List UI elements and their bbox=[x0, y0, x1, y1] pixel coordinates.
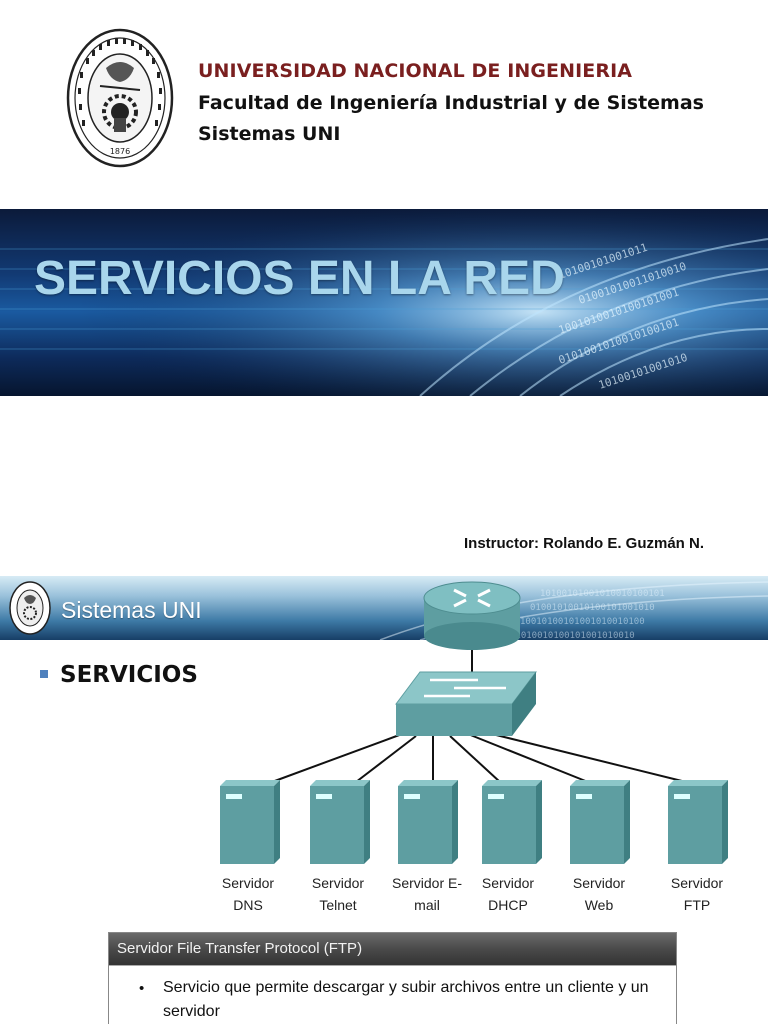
server-label-dns: Servidor DNS bbox=[221, 875, 275, 913]
server-label-ftp: Servidor FTP bbox=[670, 875, 724, 913]
department-name: Sistemas UNI bbox=[198, 123, 341, 145]
ftp-info-heading: Servidor File Transfer Protocol (FTP) bbox=[117, 940, 363, 957]
server-icon bbox=[220, 780, 280, 864]
university-seal-icon: 1876 bbox=[66, 28, 174, 168]
switch-icon bbox=[395, 671, 537, 736]
server-icon bbox=[668, 780, 728, 864]
server-label-web: Servidor Web bbox=[572, 875, 626, 913]
faculty-name: Facultad de Ingeniería Industrial y de S… bbox=[198, 92, 704, 114]
bullet-heading: SERVICIOS bbox=[60, 662, 198, 688]
instructor-credit: Instructor: Rolando E. Guzmán N. bbox=[464, 535, 705, 552]
ftp-info-body: • Servicio que permite descargar y subir… bbox=[109, 965, 676, 1024]
title-slide: 1876 UNIVERSIDAD NACIONAL DE INGENIERIA … bbox=[0, 28, 768, 552]
ftp-info-text: Servicio que permite descargar y subir a… bbox=[163, 979, 649, 1020]
title-banner: 10100101001011 01001010011010010 1001010… bbox=[0, 209, 768, 396]
server-label-telnet: Servidor Telnet bbox=[311, 875, 365, 913]
binary-swirl-background: 10100101001011 01001010011010010 1001010… bbox=[0, 209, 768, 396]
server-icon bbox=[310, 780, 370, 864]
slide-header: 10100101001010010100101 0100101001010010… bbox=[0, 576, 768, 640]
server-label-dhcp: Servidor DHCP bbox=[481, 875, 535, 913]
university-name: UNIVERSIDAD NACIONAL DE INGENIERIA bbox=[198, 60, 633, 82]
small-seal-icon bbox=[9, 581, 51, 635]
ftp-info-box: Servidor File Transfer Protocol (FTP) • … bbox=[108, 932, 677, 1024]
ftp-info-header: Servidor File Transfer Protocol (FTP) bbox=[109, 933, 676, 965]
server-icon bbox=[482, 780, 542, 864]
svg-text:01001010010100101001010: 01001010010100101001010 bbox=[530, 603, 655, 613]
svg-text:10100101001010010100101: 10100101001010010100101 bbox=[540, 589, 665, 599]
router-icon bbox=[423, 581, 521, 650]
svg-text:10010100101001010010100: 10010100101001010010100 bbox=[520, 617, 645, 627]
header-title: Sistemas UNI bbox=[61, 597, 202, 623]
server-icon bbox=[398, 780, 458, 864]
seal-year: 1876 bbox=[110, 147, 130, 156]
svg-text:01010010100101001010010: 01010010100101001010010 bbox=[510, 631, 635, 640]
services-slide: 10100101001010010100101 0100101001010010… bbox=[0, 576, 768, 1024]
bullet-dot-icon: • bbox=[139, 980, 145, 997]
server-label-email: Servidor E- mail bbox=[391, 875, 463, 913]
server-icon bbox=[570, 780, 630, 864]
bullet-square-icon bbox=[40, 670, 48, 678]
network-diagram bbox=[220, 581, 728, 864]
presentation-title: SERVICIOS EN LA RED bbox=[34, 252, 565, 305]
